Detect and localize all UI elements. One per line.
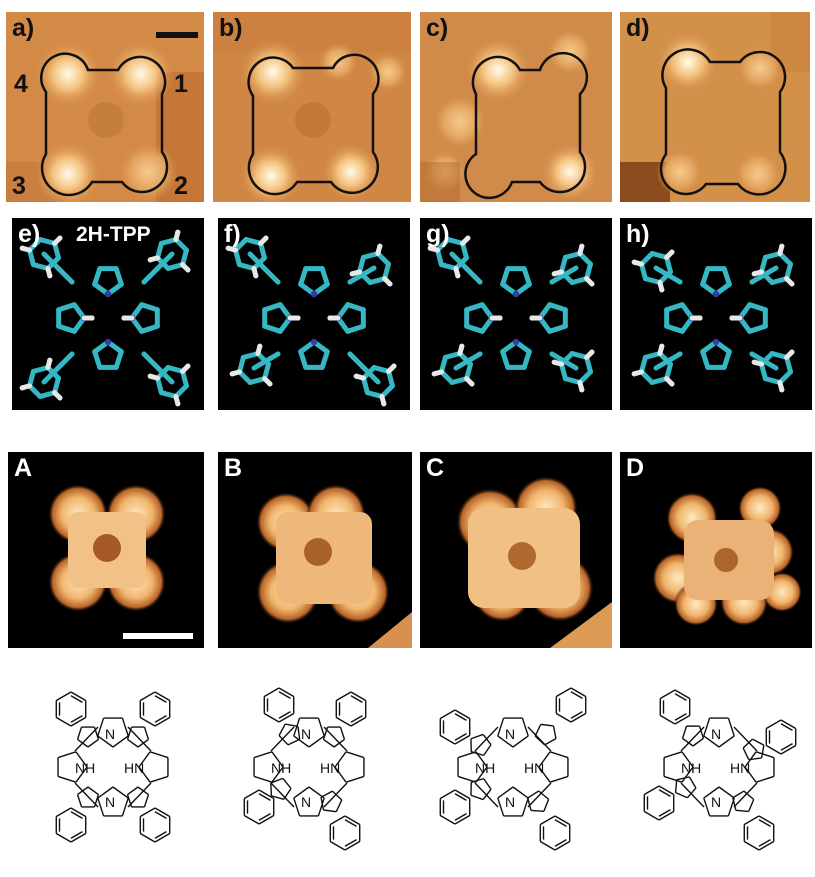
pyrrole-hn-right: HN [320, 760, 340, 776]
panel-label-b: b) [219, 14, 243, 42]
stm-image-d [620, 12, 810, 202]
pyrrole-n-bottom: N [105, 794, 115, 810]
scale-bar-white [123, 633, 193, 639]
pyrrole-hn-right: HN [730, 760, 750, 776]
pyrrole-n-bottom: N [711, 794, 721, 810]
pyrrole-nh-left: NH [681, 760, 701, 776]
chem-structure-4: N NH HN N [626, 664, 812, 869]
stm-image-A [48, 484, 166, 612]
molecule-outline [40, 52, 169, 197]
stm-panel-b: b) [213, 12, 411, 202]
pyrrole-nh-left: NH [75, 760, 95, 776]
model-panel-f: f) [218, 218, 410, 410]
pyrrole-hn-right: HN [124, 760, 144, 776]
pyrrole-hn-right: HN [524, 760, 544, 776]
panel-label-C: C [426, 454, 445, 482]
panel-label-d: d) [626, 14, 650, 42]
corner-number-4: 4 [14, 70, 28, 98]
ball-and-stick-model-f [225, 235, 397, 407]
panel-label-a: a) [12, 14, 35, 42]
pyrrole-n-top: N [301, 726, 311, 742]
stm-panel-d: d) [620, 12, 810, 202]
stm-panel-B: B [218, 452, 412, 648]
corner-number-2: 2 [174, 172, 188, 200]
stm-panel-A: A [8, 452, 204, 648]
stm-image-c [420, 12, 612, 202]
stm-image-b [213, 12, 411, 202]
stm-panel-D: D [620, 452, 812, 648]
panel-label-g: g) [426, 220, 450, 248]
panel-label-h: h) [626, 220, 650, 248]
model-panel-g: g) [420, 218, 612, 410]
chem-structure-1: N NH HN N [20, 664, 206, 869]
model-panel-h: h) [620, 218, 812, 410]
stm-image-a [6, 12, 204, 202]
panel-label-A: A [14, 454, 33, 482]
stm-image-B [256, 484, 412, 648]
panel-label-f: f) [224, 220, 241, 248]
pyrrole-n-bottom: N [505, 794, 515, 810]
pyrrole-nh-left: NH [271, 760, 291, 776]
corner-number-3: 3 [12, 172, 26, 200]
model-panel-e: e) 2H-TPP [12, 218, 204, 410]
pyrrole-n-top: N [505, 726, 515, 742]
chem-structure-3: N NH HN N [420, 664, 606, 869]
ball-and-stick-model-h [631, 243, 795, 393]
panel-label-e: e) [18, 220, 41, 248]
stm-image-C [456, 476, 612, 648]
stm-image-D [652, 486, 802, 626]
corner-number-1: 1 [174, 70, 188, 98]
ball-and-stick-model-e [19, 229, 191, 407]
stm-panel-a: a) 4 1 3 2 [6, 12, 204, 202]
pyrrole-n-top: N [105, 726, 115, 742]
panel-label-c: c) [426, 14, 449, 42]
pyrrole-n-bottom: N [301, 794, 311, 810]
stm-panel-c: c) [420, 12, 612, 202]
chem-structure-2: N NH HN N [216, 664, 402, 869]
molecule-name: 2H-TPP [76, 223, 151, 246]
pyrrole-nh-left: NH [475, 760, 495, 776]
pyrrole-n-top: N [711, 726, 721, 742]
ball-and-stick-model-g [427, 235, 595, 393]
panel-label-D: D [626, 454, 645, 482]
panel-label-B: B [224, 454, 243, 482]
scale-bar [156, 32, 198, 38]
stm-panel-C: C [420, 452, 612, 648]
